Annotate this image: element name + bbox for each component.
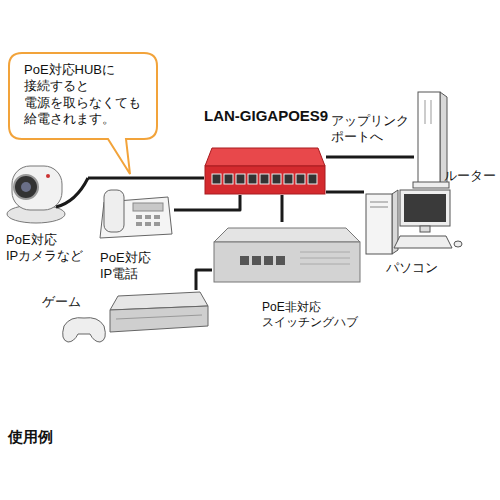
phone-key bbox=[154, 215, 160, 219]
camera-led bbox=[46, 174, 50, 178]
game-console: ゲーム bbox=[36, 290, 210, 346]
node-label: PoE対応HUBに 接続すると 電源を取らなくても 給電されます。 bbox=[24, 62, 141, 127]
switch-vent bbox=[300, 264, 350, 265]
router-foot bbox=[413, 182, 449, 188]
console-stripe bbox=[116, 315, 202, 319]
pc-stand bbox=[420, 226, 430, 232]
router-slot bbox=[431, 100, 432, 124]
switch-port bbox=[240, 256, 249, 265]
lan-cable bbox=[174, 195, 240, 210]
hub-port bbox=[236, 174, 245, 184]
callout-bubble: PoE対応HUBに 接続すると 電源を取らなくても 給電されます。 bbox=[8, 52, 158, 140]
switch-front bbox=[214, 242, 360, 282]
camera-lens bbox=[14, 175, 38, 199]
switch-vent bbox=[300, 258, 350, 259]
hub-top bbox=[205, 148, 325, 166]
switching-hub: PoE非対応 スイッチングハブ bbox=[212, 222, 362, 334]
ip-camera: PoE対応 IPカメラなど bbox=[4, 158, 88, 264]
pc-drive bbox=[370, 202, 388, 203]
hub-port bbox=[272, 174, 281, 184]
pc-drive bbox=[370, 207, 388, 208]
pc-tower bbox=[366, 194, 392, 254]
switch-vent bbox=[300, 252, 350, 253]
phone-key bbox=[154, 222, 160, 226]
phone-handset bbox=[104, 190, 124, 232]
node-label: ゲーム bbox=[42, 294, 81, 310]
camera-cable bbox=[56, 178, 88, 207]
router-slot bbox=[425, 100, 426, 124]
lan-cable bbox=[196, 270, 212, 290]
phone-key bbox=[145, 222, 151, 226]
pc-keyboard bbox=[394, 236, 452, 248]
personal-computer: パソコン bbox=[364, 189, 454, 279]
switch-port bbox=[264, 256, 273, 265]
lan-cable bbox=[281, 195, 284, 222]
lan-cable bbox=[88, 177, 204, 180]
switch-top bbox=[214, 228, 360, 242]
camera-lens-inner bbox=[21, 182, 31, 192]
phone-display bbox=[133, 203, 163, 211]
figure-caption: 使用例 bbox=[8, 428, 53, 447]
console-front bbox=[110, 306, 208, 332]
node-label: PoE非対応 スイッチングハブ bbox=[262, 300, 358, 330]
callout-shape bbox=[9, 53, 157, 174]
poe-hub: LAN-GIGAPOES9 bbox=[204, 105, 326, 195]
edge-label: アップリンク ポートへ bbox=[331, 113, 409, 146]
phone-key bbox=[145, 215, 151, 219]
camera-body bbox=[12, 166, 62, 210]
switch-port bbox=[276, 256, 285, 265]
ip-phone: PoE対応 IP電話 bbox=[98, 183, 174, 283]
pc-screen bbox=[404, 194, 446, 222]
switch-port bbox=[252, 256, 261, 265]
hub-port bbox=[224, 174, 233, 184]
pc-monitor bbox=[400, 190, 450, 226]
hub-port bbox=[284, 174, 293, 184]
hub-front bbox=[205, 166, 325, 194]
pc-mouse bbox=[454, 241, 462, 247]
lan-cable bbox=[326, 191, 364, 194]
hub-port bbox=[308, 174, 317, 184]
game-controller bbox=[63, 318, 106, 342]
node-label: ルーター bbox=[444, 168, 496, 184]
router: ルーター bbox=[414, 88, 498, 186]
hub-port bbox=[260, 174, 269, 184]
node-label: LAN-GIGAPOES9 bbox=[204, 107, 328, 126]
hub-port bbox=[248, 174, 257, 184]
hub-port bbox=[296, 174, 305, 184]
node-label: PoE対応 IPカメラなど bbox=[6, 232, 83, 265]
phone-key bbox=[136, 222, 142, 226]
hub-port bbox=[212, 174, 221, 184]
node-label: PoE対応 IP電話 bbox=[100, 250, 151, 283]
node-label: パソコン bbox=[386, 260, 438, 276]
phone-key bbox=[136, 215, 142, 219]
router-body bbox=[418, 92, 440, 184]
lan-cable bbox=[326, 156, 414, 159]
